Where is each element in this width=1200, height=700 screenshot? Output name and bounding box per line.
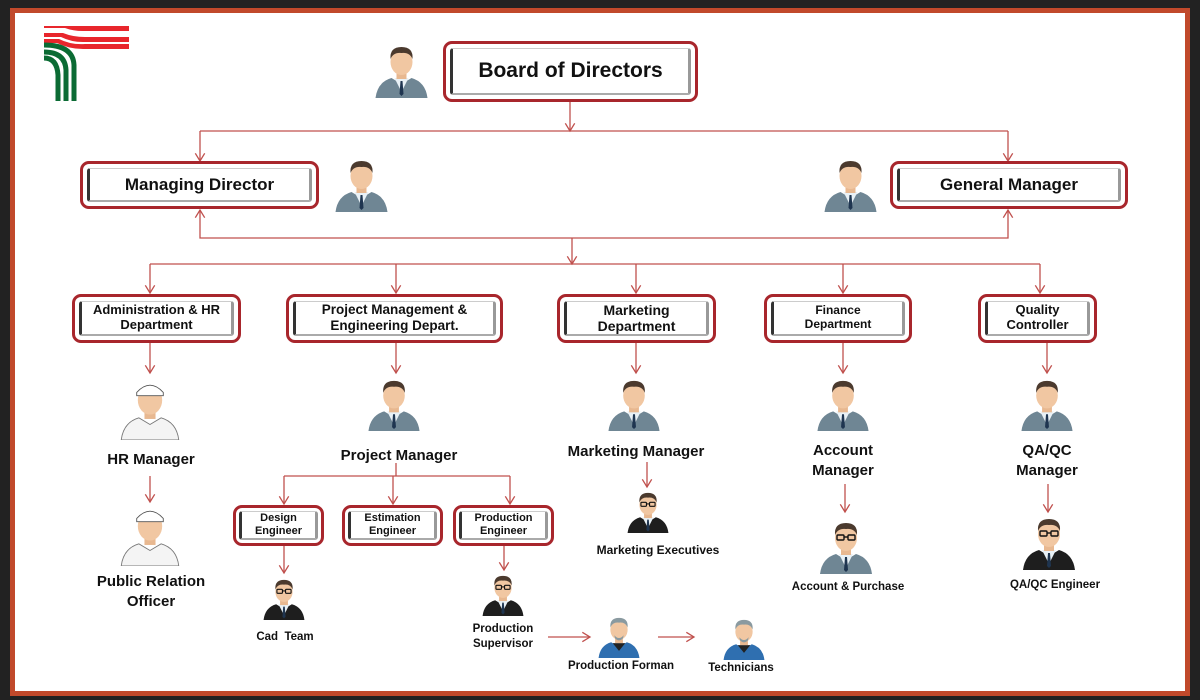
arrowhead	[837, 364, 849, 375]
quality-label: Quality Controller	[985, 301, 1090, 336]
connector	[199, 210, 1009, 239]
arrowhead	[194, 208, 206, 219]
general-manager-avatar-icon	[817, 156, 884, 217]
marketing-manager-label: Marketing Manager	[567, 443, 705, 460]
arrowhead	[387, 495, 399, 506]
arrowhead	[498, 561, 510, 572]
arrowhead	[390, 284, 402, 295]
arrowhead	[144, 284, 156, 295]
arrowhead	[278, 495, 290, 506]
marketing-executives-label: Marketing Executives	[596, 543, 720, 557]
cad-team-avatar-icon	[256, 576, 312, 625]
arrowhead	[630, 364, 642, 375]
technicians-avatar-icon	[716, 616, 772, 665]
estimation-engineer-box[interactable]: Estimation Engineer	[342, 505, 443, 546]
arrowhead	[685, 631, 696, 643]
board-label: Board of Directors	[450, 48, 691, 95]
marketing-manager-avatar-icon	[601, 376, 667, 436]
chart-frame	[10, 8, 1190, 696]
managing-director-label: Managing Director	[87, 168, 312, 202]
production-engineer-box[interactable]: Production Engineer	[453, 505, 554, 546]
account-manager-label: Account Manager	[812, 442, 874, 479]
arrowhead	[1041, 364, 1053, 375]
quality-controller-box[interactable]: Quality Controller	[978, 294, 1097, 343]
account-purchase-label: Account & Purchase	[791, 581, 905, 593]
pro-avatar-icon	[110, 504, 190, 571]
arrowhead	[278, 564, 290, 575]
arrowhead	[504, 495, 516, 506]
finance-label: Finance Department	[771, 301, 905, 336]
arrowhead	[837, 284, 849, 295]
arrowhead	[1002, 208, 1014, 219]
general-manager-box[interactable]: General Manager	[890, 161, 1128, 209]
finance-department-box[interactable]: Finance Department	[764, 294, 912, 343]
board-of-directors-box[interactable]: Board of Directors	[443, 41, 698, 102]
public-relation-officer-label: Public Relation Officer	[96, 573, 206, 610]
project-engineering-label: Project Management & Engineering Depart.	[293, 301, 496, 336]
hr-manager-avatar-icon	[110, 378, 190, 445]
arrowhead	[144, 493, 156, 504]
production-supervisor-avatar-icon	[475, 572, 531, 621]
production-forman-avatar-icon	[590, 614, 648, 663]
account-purchase-avatar-icon	[813, 518, 879, 579]
arrowhead	[581, 631, 592, 643]
board-avatar-icon	[368, 42, 435, 103]
cad-team-label: Cad Team	[256, 631, 314, 643]
design-engineer-label: Design Engineer	[239, 511, 318, 540]
company-logo	[43, 26, 129, 101]
arrowhead	[144, 364, 156, 375]
arrowhead	[641, 478, 653, 489]
arrowhead	[630, 284, 642, 295]
admin-hr-department-box[interactable]: Administration & HR Department	[72, 294, 241, 343]
production-forman-label: Production Forman	[567, 660, 675, 672]
marketing-label: Marketing Department	[564, 301, 709, 336]
account-manager-avatar-icon	[810, 376, 876, 436]
production-engineer-label: Production Engineer	[459, 511, 548, 540]
technicians-label: Technicians	[708, 662, 774, 674]
general-manager-label: General Manager	[897, 168, 1121, 202]
qaqc-manager-avatar-icon	[1014, 376, 1080, 436]
admin-hr-label: Administration & HR Department	[79, 301, 234, 336]
arrowhead	[390, 364, 402, 375]
managing-director-box[interactable]: Managing Director	[80, 161, 319, 209]
project-manager-label: Project Manager	[340, 447, 458, 464]
qaqc-engineer-avatar-icon	[1014, 514, 1084, 575]
estimation-engineer-label: Estimation Engineer	[348, 511, 437, 540]
arrowhead	[1034, 284, 1046, 295]
project-manager-avatar-icon	[361, 376, 427, 436]
marketing-executives-avatar-icon	[620, 489, 676, 538]
marketing-department-box[interactable]: Marketing Department	[557, 294, 716, 343]
arrowhead	[839, 503, 851, 514]
project-engineering-department-box[interactable]: Project Management & Engineering Depart.	[286, 294, 503, 343]
arrowhead	[1042, 503, 1054, 514]
qaqc-manager-label: QA/QC Manager	[1016, 442, 1078, 479]
production-supervisor-label: Production Supervisor	[472, 623, 534, 650]
hr-manager-label: HR Manager	[107, 451, 195, 468]
design-engineer-box[interactable]: Design Engineer	[233, 505, 324, 546]
qaqc-engineer-label: QA/QC Engineer	[1009, 579, 1101, 591]
managing-director-avatar-icon	[328, 156, 395, 217]
